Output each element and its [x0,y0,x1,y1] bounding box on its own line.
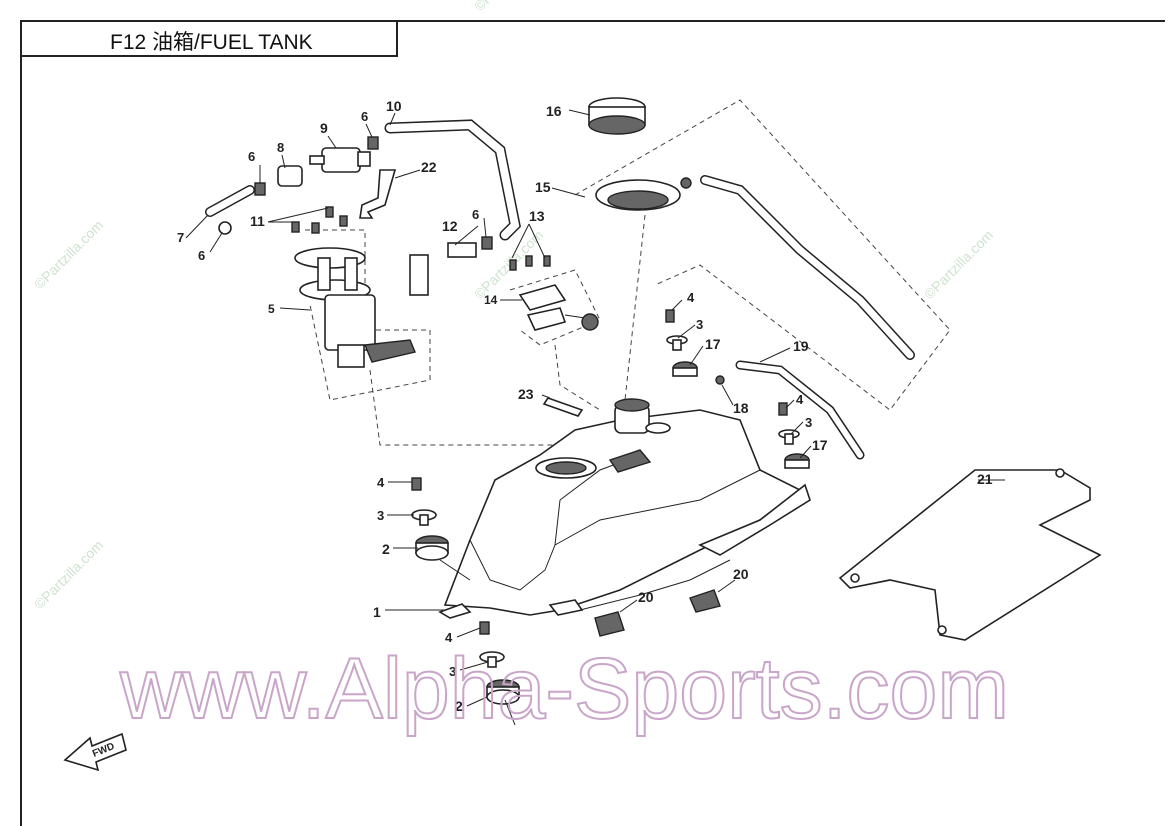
mount-hardware-rear-top [665,309,725,385]
callout-5: 5 [268,302,275,316]
callout-4c: 4 [687,290,695,305]
rod-23 [542,397,584,417]
small-watermark: ©Partzilla.com [31,537,106,612]
callout-2b: 2 [455,698,463,714]
callout-16: 16 [546,103,562,119]
fuel-sender-14 [509,255,599,331]
callout-4b: 4 [445,630,453,645]
callout-6b: 6 [198,248,205,263]
callout-labels: 1 2 2 3 3 3 3 4 4 4 4 5 6 6 6 6 7 8 9 10… [177,98,993,714]
fwd-arrow: FWD [63,732,127,772]
injector-fitting [409,254,429,296]
leader-lines [185,109,1005,726]
callout-15: 15 [535,179,551,195]
fuel-cap-16 [588,97,646,135]
callout-13: 13 [529,208,545,224]
callout-6d: 6 [472,207,479,222]
callout-4: 4 [377,475,385,490]
pad-20a [594,611,625,637]
callout-14: 14 [484,293,498,307]
fuel-tank-1 [438,398,811,619]
clamp-6b [367,136,379,150]
small-watermark: ©Partzilla.com [921,227,996,302]
clamp-6 [254,182,266,196]
breather-hose [700,175,915,360]
fitting-12 [447,242,477,258]
callout-10: 10 [386,98,402,114]
callout-20b: 20 [733,566,749,582]
fuel-pump-5 [294,247,416,368]
callout-6: 6 [248,149,255,164]
drain-hose-19 [735,360,865,460]
fuel-filter-9 [321,147,361,173]
callout-22: 22 [421,159,437,175]
small-watermark: ©Partzilla.com [31,217,106,292]
pump-group-outline [305,229,431,401]
big-watermark: www.Alpha-Sports.com [119,641,1009,737]
mount-hardware-rear [778,402,810,469]
callout-23: 23 [518,386,534,402]
callout-3b: 3 [449,664,456,679]
callout-3c: 3 [696,317,703,332]
callout-3d: 3 [805,415,812,430]
callout-12: 12 [442,218,458,234]
callout-21: 21 [977,471,993,487]
callout-7: 7 [177,230,184,245]
callout-1: 1 [373,604,381,620]
sender-leader-dash [554,344,601,411]
callout-8: 8 [277,140,284,155]
callout-9: 9 [320,120,328,136]
callout-3: 3 [377,508,384,523]
clamp-6c [218,221,232,235]
clamp-8 [277,165,303,187]
cap-group-outline [574,99,951,411]
callout-17: 17 [705,336,721,352]
clamp-6d [481,236,493,250]
bracket-22 [359,169,397,219]
callout-11: 11 [250,213,265,229]
pump-leader-dash [369,369,560,446]
sender-group-outline [509,269,601,346]
callout-20: 20 [638,589,654,605]
callout-4d: 4 [796,392,804,407]
diagram-title: F12 油箱/FUEL TANK [110,31,313,54]
pad-20b [689,589,721,613]
callout-2: 2 [382,541,390,557]
callout-18: 18 [733,400,749,416]
bolts-11 [291,206,348,234]
cap-ring-15 [595,177,692,211]
callout-6c: 6 [361,109,368,124]
title-box [20,20,398,57]
cap-leader-dash [624,214,646,401]
drawing-frame [20,20,1165,826]
callout-17b: 17 [812,437,828,453]
callout-19: 19 [793,338,809,354]
heat-shield-21 [838,469,1102,641]
small-watermark: ©Partzilla.com [471,0,546,14]
mount-hardware-front [479,621,520,705]
